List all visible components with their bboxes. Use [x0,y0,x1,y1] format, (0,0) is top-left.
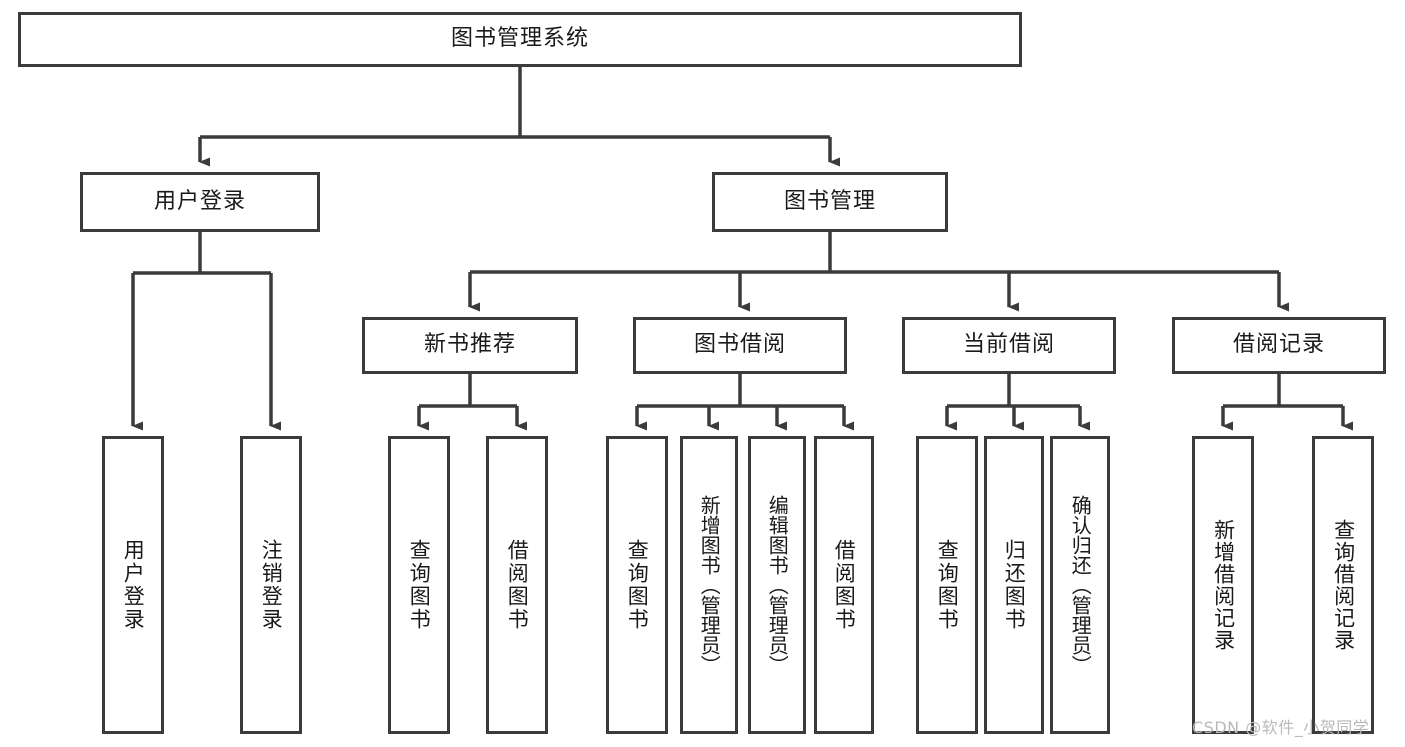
node-leaf-borrow-book[interactable]: 借阅图书 [814,436,874,734]
node-new-book-recommend-label: 新书推荐 [423,332,516,358]
node-user-login[interactable]: 用户登录 [80,172,320,232]
node-book-borrow[interactable]: 图书借阅 [633,317,847,374]
node-leaf-user-logout-label: 注销登录 [259,539,284,631]
node-leaf-user-logout[interactable]: 注销登录 [240,436,302,734]
node-leaf-return-book-label: 归还图书 [1002,539,1027,631]
node-leaf-confirm-return-admin-label: 确认归还（管理员） [1068,495,1093,675]
node-book-borrow-label: 图书借阅 [693,332,786,358]
csdn-watermark: CSDN @软件_小贺同学 [1192,718,1370,737]
node-leaf-query-book-borrow-label: 查询图书 [625,539,650,631]
node-leaf-user-login[interactable]: 用户登录 [102,436,164,734]
node-borrow-record[interactable]: 借阅记录 [1172,317,1386,374]
node-root-label: 图书管理系统 [450,26,589,52]
node-leaf-query-book-borrow[interactable]: 查询图书 [606,436,668,734]
node-leaf-user-login-label: 用户登录 [121,539,146,631]
node-leaf-edit-book-admin[interactable]: 编辑图书（管理员） [748,436,806,734]
node-leaf-confirm-return-admin[interactable]: 确认归还（管理员） [1050,436,1110,734]
node-leaf-borrow-book-rec[interactable]: 借阅图书 [486,436,548,734]
node-leaf-borrow-book-rec-label: 借阅图书 [505,539,530,631]
node-root[interactable]: 图书管理系统 [18,12,1022,67]
node-leaf-edit-book-admin-label: 编辑图书（管理员） [765,495,790,675]
node-leaf-query-book-cur-label: 查询图书 [935,539,960,631]
node-leaf-add-book-admin[interactable]: 新增图书（管理员） [680,436,738,734]
node-current-borrow-label: 当前借阅 [962,332,1055,358]
node-leaf-return-book[interactable]: 归还图书 [984,436,1044,734]
node-leaf-query-book-rec-label: 查询图书 [407,539,432,631]
node-leaf-add-book-admin-label: 新增图书（管理员） [697,495,722,675]
node-user-login-label: 用户登录 [153,188,246,214]
node-leaf-query-borrow-record-label: 查询借阅记录 [1331,519,1356,651]
node-leaf-query-book-cur[interactable]: 查询图书 [916,436,978,734]
node-current-borrow[interactable]: 当前借阅 [902,317,1116,374]
node-borrow-record-label: 借阅记录 [1232,332,1325,358]
node-leaf-add-borrow-record-label: 新增借阅记录 [1211,519,1236,651]
node-new-book-recommend[interactable]: 新书推荐 [362,317,578,374]
node-leaf-add-borrow-record[interactable]: 新增借阅记录 [1192,436,1254,734]
node-book-manage[interactable]: 图书管理 [712,172,948,232]
node-leaf-borrow-book-label: 借阅图书 [832,539,857,631]
node-book-manage-label: 图书管理 [783,188,876,214]
node-leaf-query-borrow-record[interactable]: 查询借阅记录 [1312,436,1374,734]
node-leaf-query-book-rec[interactable]: 查询图书 [388,436,450,734]
